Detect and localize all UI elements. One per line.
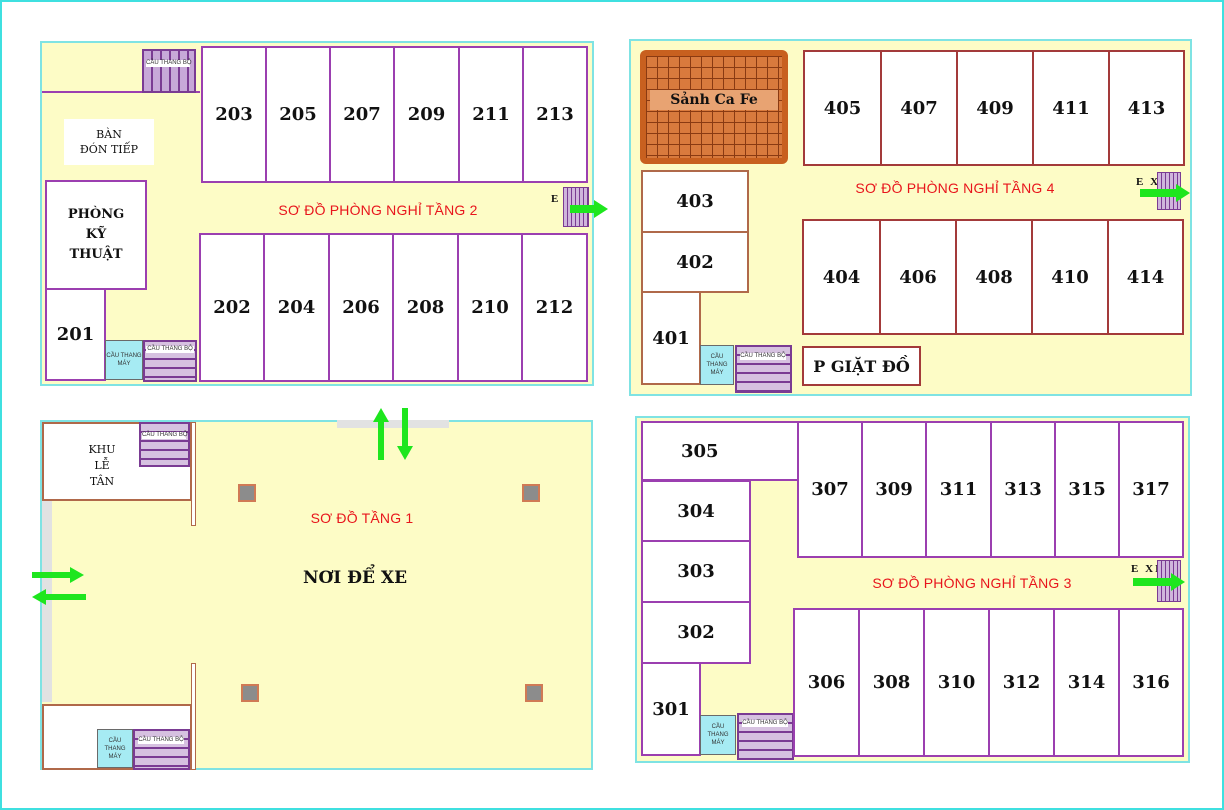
room-311[interactable]: 311 xyxy=(925,421,992,558)
elevator-label-1: CẦU THANG xyxy=(707,724,729,738)
room-213[interactable]: 213 xyxy=(522,46,588,183)
room-309[interactable]: 309 xyxy=(861,421,927,558)
elevator-label-2: MÁY xyxy=(108,753,122,760)
entrance-bar xyxy=(337,420,449,428)
room-308[interactable]: 308 xyxy=(858,608,925,757)
room-211[interactable]: 211 xyxy=(458,46,524,183)
pillar-icon xyxy=(241,684,259,702)
stairs-label: CẦU THANG BỘ xyxy=(138,737,184,744)
room-304[interactable]: 304 xyxy=(641,480,751,542)
room-209[interactable]: 209 xyxy=(393,46,460,183)
elevator-label-2: MÁY xyxy=(711,740,725,746)
floor2-hallway-divider xyxy=(42,91,200,93)
wall-segment xyxy=(191,663,196,770)
stairs-label: CẦU THANG BỘ xyxy=(742,720,788,727)
green-arrow-icon xyxy=(570,200,608,218)
floor1-title: SƠ ĐỒ TẦNG 1 xyxy=(310,510,414,526)
room-408[interactable]: 408 xyxy=(955,219,1033,335)
stairs-icon xyxy=(133,729,190,770)
reception-desk: BÀN ĐÓN TIẾP xyxy=(64,119,154,165)
stairs-label: CẦU THANG BỘ xyxy=(146,346,194,353)
pillar-icon xyxy=(525,684,543,702)
elevator-icon: CẦU THANG MÁY xyxy=(700,345,734,385)
room-202[interactable]: 202 xyxy=(199,233,265,382)
reception-label-1: BÀN xyxy=(96,128,122,141)
room-201[interactable]: 201 xyxy=(45,288,106,381)
floor3-title: SƠ ĐỒ PHÒNG NGHỈ TẦNG 3 xyxy=(872,575,1072,591)
laundry-room[interactable]: P GIẶT ĐỒ xyxy=(802,346,921,386)
elevator-label-1: CẦU THANG xyxy=(104,737,126,752)
room-405[interactable]: 405 xyxy=(803,50,882,166)
side-entrance-bar xyxy=(42,500,52,702)
reception-label-2: ĐÓN TIẾP xyxy=(79,143,139,156)
elevator-icon: CẦU THANG MÁY xyxy=(97,729,133,768)
elevator-label-2: MÁY xyxy=(117,361,131,367)
reception-area-label-1: KHU xyxy=(88,443,116,456)
cafe-label: Sảnh Ca Fe xyxy=(650,90,778,110)
room-411[interactable]: 411 xyxy=(1032,50,1110,166)
stairs-icon xyxy=(142,49,196,93)
room-403[interactable]: 403 xyxy=(641,170,749,233)
room-305[interactable]: 305 xyxy=(641,421,799,481)
room-310[interactable]: 310 xyxy=(923,608,990,757)
room-314[interactable]: 314 xyxy=(1053,608,1120,757)
room-401[interactable]: 401 xyxy=(641,291,701,385)
green-arrow-icon xyxy=(373,408,389,460)
stairs-label: CẦU THANG BỘ xyxy=(146,60,192,67)
green-arrow-icon xyxy=(1133,573,1185,591)
room-204[interactable]: 204 xyxy=(263,233,330,382)
room-312[interactable]: 312 xyxy=(988,608,1055,757)
room-406[interactable]: 406 xyxy=(879,219,957,335)
tech-room: PHÒNG KỸ THUẬT xyxy=(45,180,147,290)
elevator-icon: CẦU THANG MÁY xyxy=(700,715,736,755)
room-317[interactable]: 317 xyxy=(1118,421,1184,558)
room-210[interactable]: 210 xyxy=(457,233,523,382)
room-402[interactable]: 402 xyxy=(641,231,749,293)
room-315[interactable]: 315 xyxy=(1054,421,1120,558)
pillar-icon xyxy=(522,484,540,502)
room-306[interactable]: 306 xyxy=(793,608,860,757)
room-413[interactable]: 413 xyxy=(1108,50,1185,166)
room-212[interactable]: 212 xyxy=(521,233,588,382)
elevator-label-2: MÁY xyxy=(710,370,724,376)
room-307[interactable]: 307 xyxy=(797,421,863,558)
room-404[interactable]: 404 xyxy=(802,219,881,335)
stairs-icon xyxy=(139,422,190,467)
green-arrow-icon xyxy=(397,408,413,460)
room-303[interactable]: 303 xyxy=(641,540,751,603)
stairs-label: CẦU THANG BỘ xyxy=(142,432,188,439)
room-207[interactable]: 207 xyxy=(329,46,395,183)
elevator-icon: CẦU THANG MÁY xyxy=(105,340,143,380)
room-313[interactable]: 313 xyxy=(990,421,1056,558)
parking-label: NƠI ĐỂ XE xyxy=(302,568,408,588)
floor2-title: SƠ ĐỒ PHÒNG NGHỈ TẦNG 2 xyxy=(278,202,478,218)
room-414[interactable]: 414 xyxy=(1107,219,1184,335)
room-302[interactable]: 302 xyxy=(641,601,751,664)
room-203[interactable]: 203 xyxy=(201,46,267,183)
wall-segment xyxy=(191,422,196,526)
room-407[interactable]: 407 xyxy=(880,50,958,166)
room-316[interactable]: 316 xyxy=(1118,608,1184,757)
tech-room-label-2: KỸ xyxy=(85,227,107,242)
room-208[interactable]: 208 xyxy=(392,233,459,382)
reception-area-label-2: LỄ TÂN xyxy=(89,459,115,488)
room-409[interactable]: 409 xyxy=(956,50,1034,166)
room-205[interactable]: 205 xyxy=(265,46,331,183)
green-arrow-icon xyxy=(32,567,84,583)
pillar-icon xyxy=(238,484,256,502)
elevator-label-1: CẦU THANG xyxy=(706,354,728,368)
room-301[interactable]: 301 xyxy=(641,662,701,756)
room-206[interactable]: 206 xyxy=(328,233,394,382)
stairs-label: CẦU THANG BỘ xyxy=(740,353,786,360)
elevator-label-1: CẦU THANG xyxy=(106,353,142,359)
floor4-title: SƠ ĐỒ PHÒNG NGHỈ TẦNG 4 xyxy=(855,180,1055,196)
green-arrow-icon xyxy=(32,589,86,605)
tech-room-label-1: PHÒNG xyxy=(67,207,125,222)
tech-room-label-3: THUẬT xyxy=(69,247,123,262)
green-arrow-icon xyxy=(1140,184,1190,202)
room-410[interactable]: 410 xyxy=(1031,219,1109,335)
